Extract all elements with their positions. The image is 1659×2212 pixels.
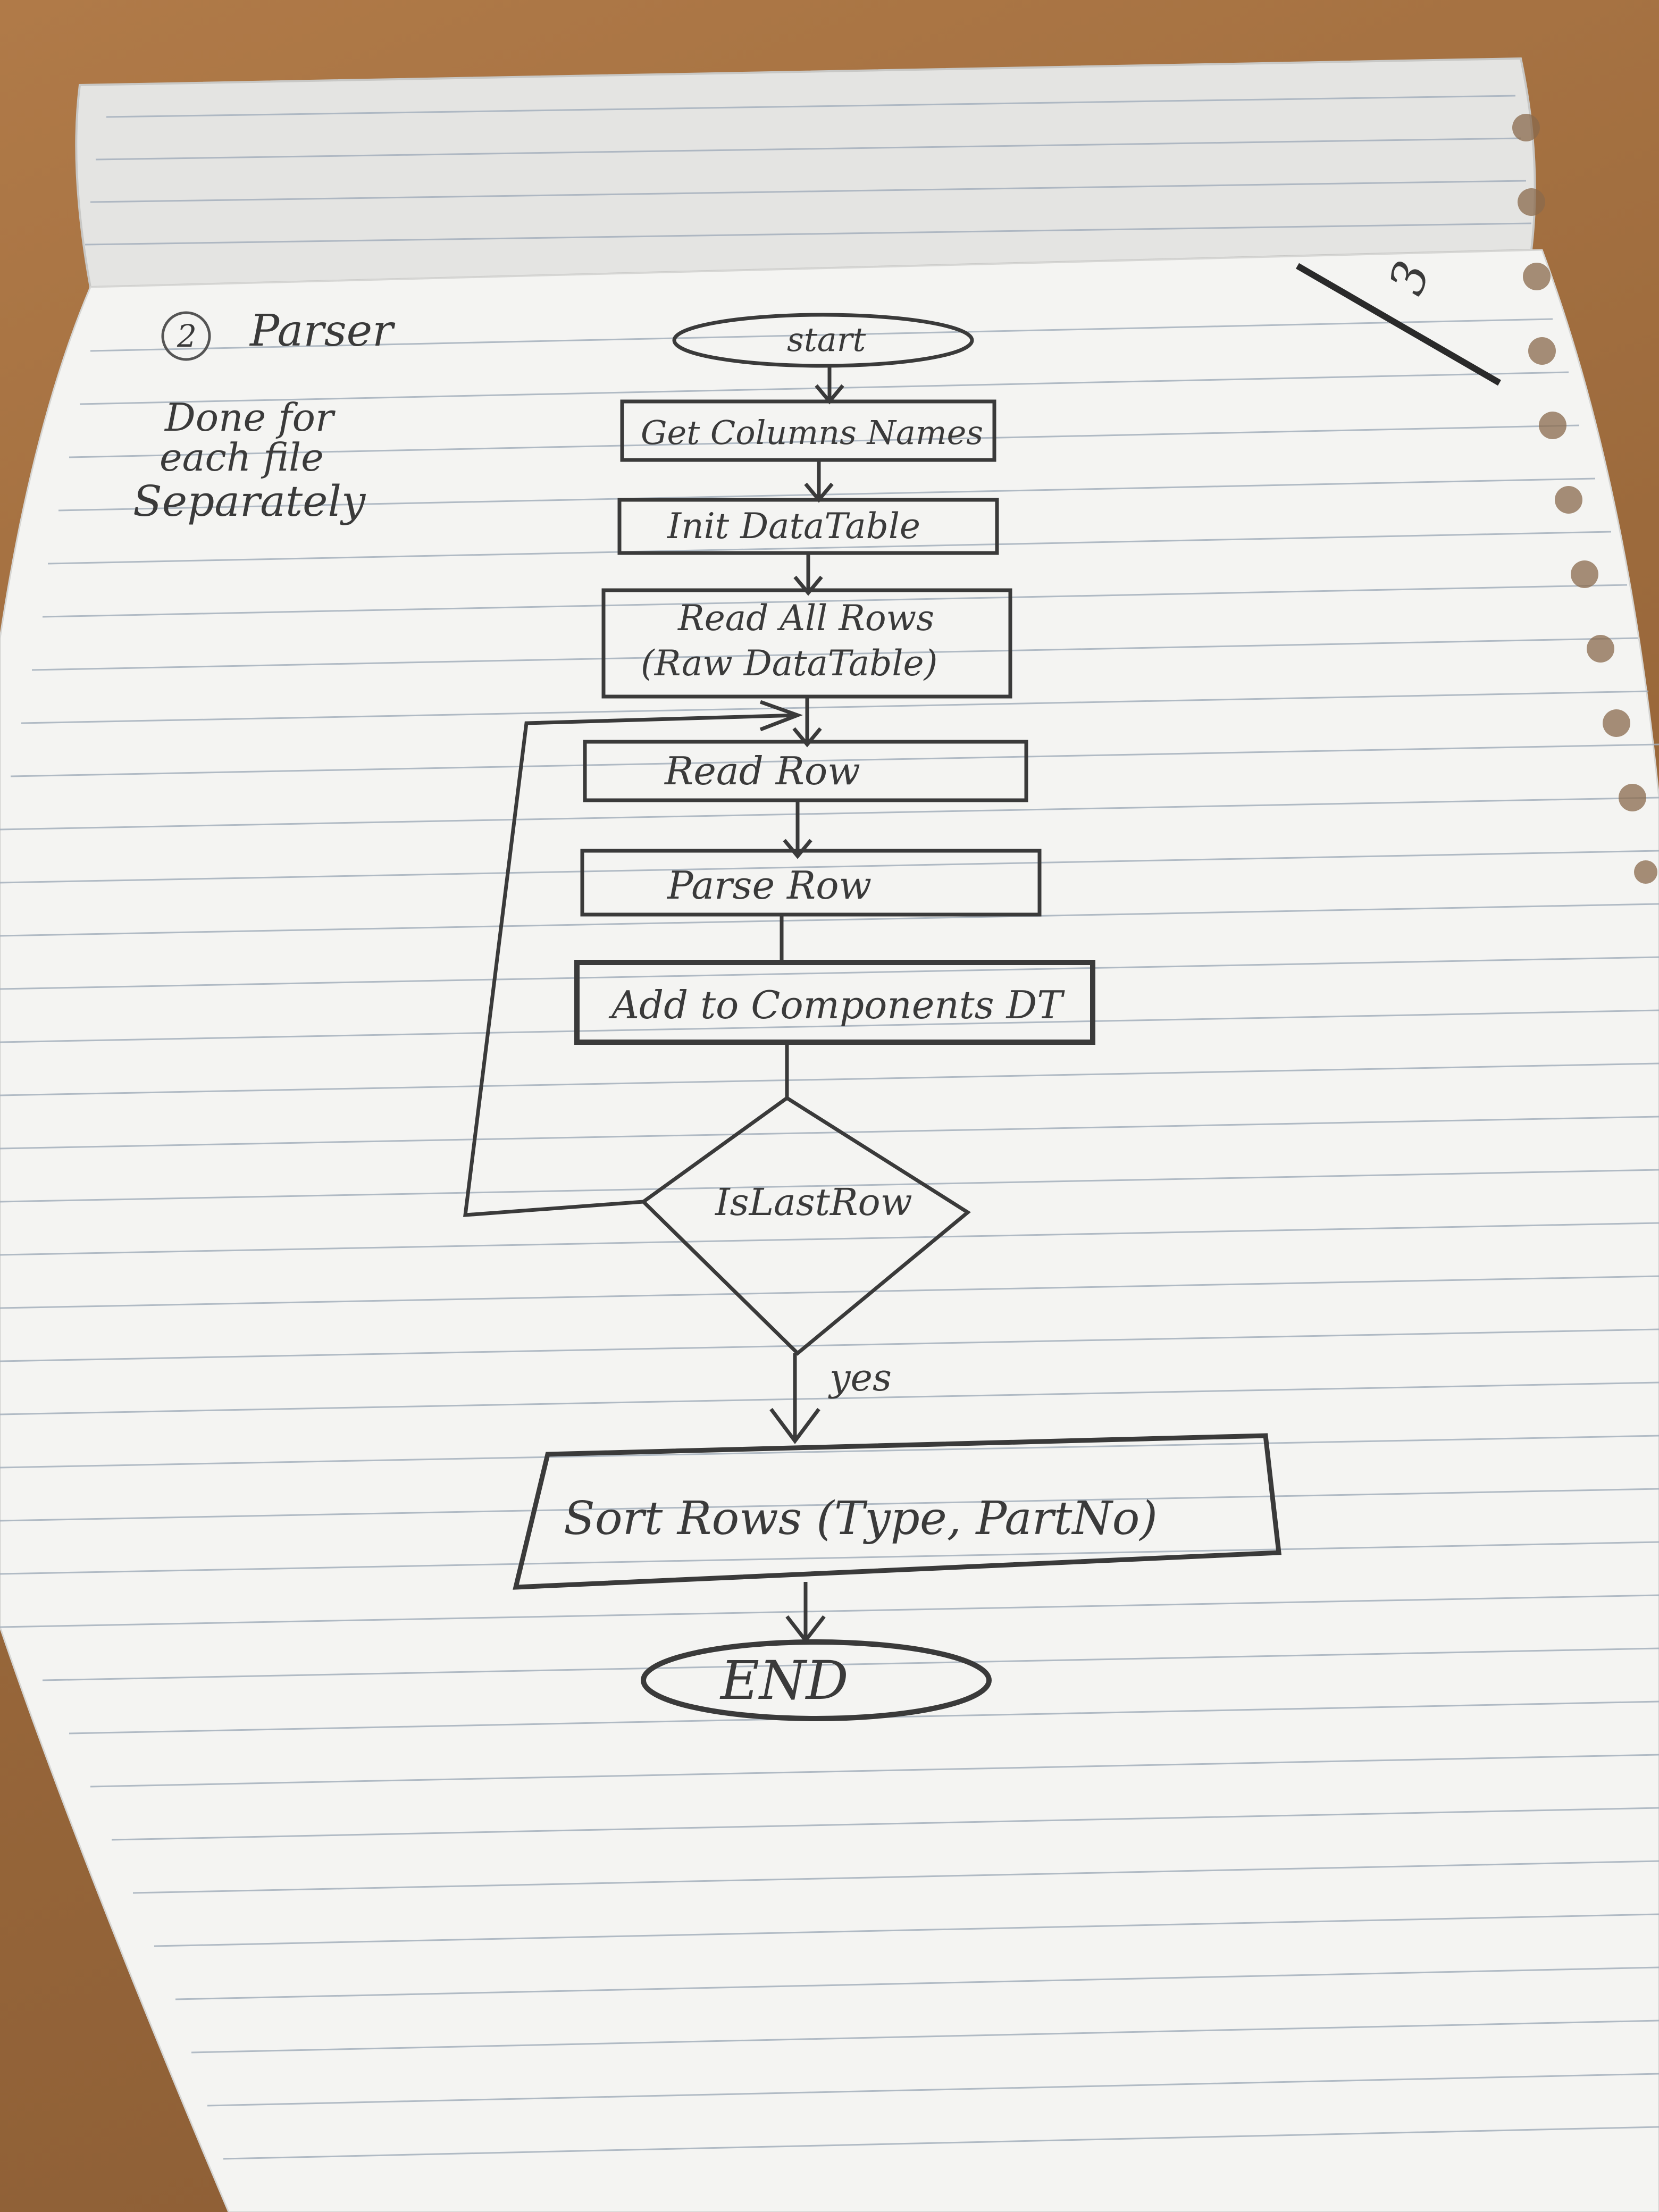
arrowhead-read-all [793,575,823,596]
side-note-line-1: Done for [164,395,336,440]
end-terminal [641,1639,992,1721]
decision-is-last-row [640,1095,971,1356]
init-datatable-label: Init DataTable [667,506,920,547]
corner-slash [1295,263,1502,386]
loop-back-line [463,713,798,1217]
paper-back-fold [75,57,1536,289]
step-sort-rows [513,1433,1282,1590]
arrowhead-read-row [792,727,822,748]
section-number-circle [161,311,211,361]
section-title: Parser [249,306,396,356]
margin-notes: 2 Parser Done for each file Separately [133,306,396,526]
side-note-line-2: each file [160,435,324,480]
step-parse-row [580,849,1042,917]
end-label: END [719,1649,849,1712]
flowchart-labels: start Get Columns Names Init DataTable R… [564,320,1158,1712]
read-row-label: Read Row [664,749,860,793]
start-label: start [787,320,866,359]
raw-datatable-label: (Raw DataTable) [641,643,937,684]
ruled-lines [0,95,1659,2160]
start-terminal [672,313,974,368]
parse-row-label: Parse Row [666,863,872,908]
sort-rows-label: Sort Rows (Type, PartNo) [564,1492,1158,1545]
step-read-row [583,740,1028,802]
read-all-rows-label: Read All Rows [677,598,934,639]
flowchart [463,313,1282,1721]
side-note-line-3: Separately [133,476,366,526]
paper-sheet [0,249,1659,2212]
yes-label: yes [828,1356,892,1400]
arrowhead-sort [769,1407,820,1444]
add-to-components-label: Add to Components DT [608,983,1065,1027]
arrowhead-parse [783,839,812,859]
spiral-holes [1512,114,1657,884]
get-columns-names-label: Get Columns Names [641,413,983,452]
loop-arrowhead [759,700,803,732]
section-number: 2 [177,318,197,354]
decision-label: IsLastRow [714,1180,912,1224]
step-add-to-components [574,960,1095,1045]
step-get-columns-names [620,399,996,462]
